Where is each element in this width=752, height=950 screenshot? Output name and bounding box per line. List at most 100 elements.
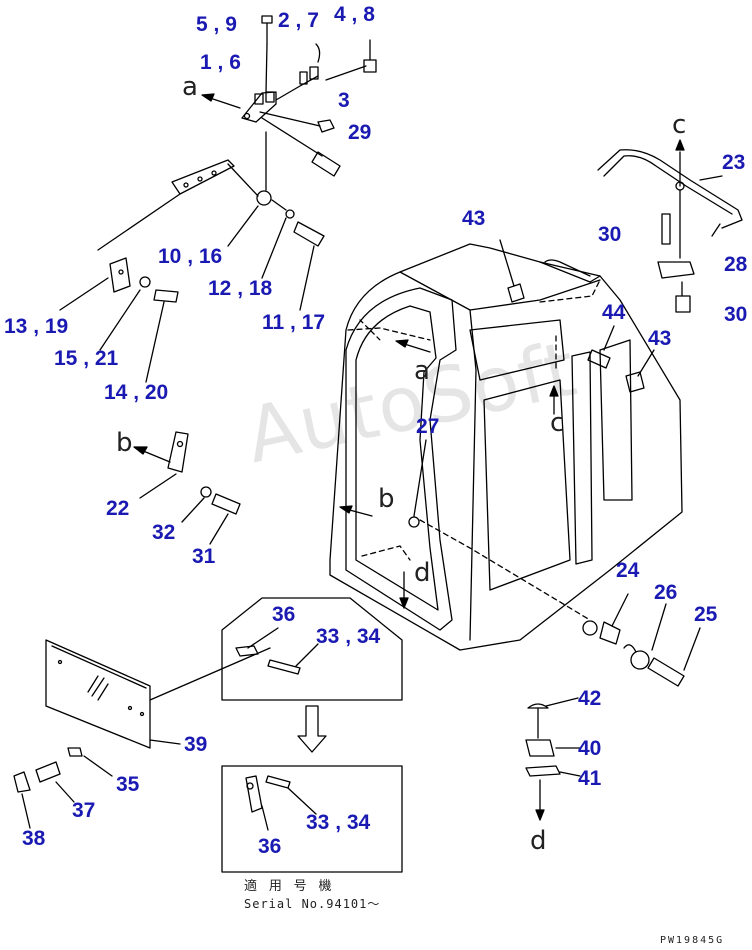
- cab-frame: [329, 243, 683, 651]
- callout-43a: 43: [462, 207, 486, 230]
- callout-40: 40: [578, 737, 602, 760]
- bolt-25: [647, 657, 685, 687]
- drawing-code: PW19845G: [660, 935, 725, 946]
- bolt-30b: [675, 295, 691, 313]
- callout-5-9: 5 , 9: [196, 13, 237, 36]
- bottom-left-parts: [13, 747, 113, 829]
- ref-b-left: b: [116, 428, 133, 458]
- bracket-36a: [235, 645, 259, 657]
- ref-a-cab: a: [414, 356, 430, 386]
- ref-c-cab: c: [550, 408, 565, 438]
- plate-33a: [267, 659, 301, 675]
- callout-13-19: 13 , 19: [4, 315, 69, 338]
- callout-27: 27: [416, 415, 440, 438]
- callout-32: 32: [152, 521, 176, 544]
- lever-22: [167, 431, 189, 473]
- callout-24: 24: [616, 559, 640, 582]
- callout-2-7: 2 , 7: [278, 9, 319, 32]
- bolt-11: [293, 221, 325, 247]
- plate-41: [525, 765, 561, 777]
- cap-38: [13, 771, 31, 793]
- arrow-b-cab: [339, 505, 373, 517]
- callout-30b: 30: [724, 303, 748, 326]
- washer-26: [630, 650, 650, 670]
- callout-11-17: 11 , 17: [262, 311, 326, 334]
- callout-31: 31: [192, 545, 216, 568]
- ref-c-top: c: [672, 110, 687, 140]
- arrow-c-cab: [549, 385, 559, 415]
- detail-box-lower: [221, 765, 403, 873]
- arrow-d-cab: [399, 571, 409, 609]
- callout-43b: 43: [648, 327, 672, 350]
- clamp-28: [657, 261, 695, 279]
- callout-28: 28: [724, 253, 748, 276]
- callout-1-6: 1 , 6: [200, 51, 241, 74]
- upper-linkage-group: [59, 15, 377, 383]
- callout-10-16: 10 , 16: [158, 245, 223, 268]
- part-22-group: [133, 431, 241, 545]
- callout-33-34a: 33 , 34: [316, 625, 381, 648]
- bolt-44: [587, 349, 611, 369]
- callout-39: 39: [184, 733, 208, 756]
- rod-assembly-23: [597, 139, 743, 313]
- nut-27: [408, 516, 420, 528]
- ref-d-cab: d: [414, 558, 431, 588]
- ref-b-cab: b: [378, 484, 395, 514]
- serial-label-jp: 適 用 号 機: [244, 879, 334, 894]
- washer-24: [582, 620, 598, 636]
- callout-15-21: 15 , 21: [54, 347, 119, 370]
- callout-26: 26: [654, 581, 678, 604]
- callout-36b: 36: [258, 835, 282, 858]
- callout-37: 37: [72, 799, 96, 822]
- fastener-37: [35, 761, 61, 783]
- clip-3: [317, 119, 335, 133]
- callout-33-34b: 33 , 34: [306, 811, 371, 834]
- callout-22: 22: [106, 497, 130, 520]
- washer-12: [285, 209, 295, 219]
- plate-33b: [265, 775, 291, 789]
- bolt-set-24: [582, 593, 701, 687]
- bolt-5-head: [261, 15, 273, 24]
- callout-30a: 30: [598, 223, 622, 246]
- ref-d-bottom: d: [530, 826, 547, 856]
- transition-arrow: [297, 705, 327, 753]
- clip-35: [67, 747, 83, 757]
- callout-38: 38: [22, 827, 46, 850]
- bracket-43b: [625, 371, 645, 393]
- washer-10: [256, 190, 272, 206]
- bolt-29: [311, 151, 341, 177]
- callout-3: 3: [338, 89, 350, 112]
- callout-44: 44: [602, 301, 626, 324]
- callout-35: 35: [116, 773, 140, 796]
- bracket-36b: [245, 775, 263, 813]
- plate-1: [241, 91, 277, 123]
- callout-23: 23: [722, 151, 746, 174]
- screw-42-head: [527, 703, 549, 709]
- callout-42: 42: [578, 687, 602, 710]
- callout-36a: 36: [272, 603, 296, 626]
- bolt-31: [211, 493, 241, 515]
- ref-a-top: a: [182, 72, 198, 102]
- bracket-plate: [171, 159, 235, 195]
- washer-32: [200, 486, 212, 498]
- bracket-43: [507, 283, 525, 303]
- glass-39: [45, 639, 271, 749]
- washer-15: [139, 276, 151, 288]
- callout-12-18: 12 , 18: [208, 277, 273, 300]
- clip-set-40: [525, 697, 581, 821]
- callout-25: 25: [694, 603, 718, 626]
- collar-24: [599, 621, 621, 645]
- bolt-30a: [661, 213, 671, 245]
- bracket-13: [109, 257, 131, 293]
- arrow-a-upper: [201, 93, 241, 109]
- cab-small-parts: [408, 239, 655, 528]
- callout-29: 29: [348, 121, 372, 144]
- bolt-14: [153, 289, 179, 303]
- detail-box-upper: [221, 597, 403, 701]
- callout-41: 41: [578, 767, 602, 790]
- callout-14-20: 14 , 20: [104, 381, 169, 404]
- callout-4-8: 4 , 8: [334, 3, 375, 26]
- clip-40: [525, 739, 555, 757]
